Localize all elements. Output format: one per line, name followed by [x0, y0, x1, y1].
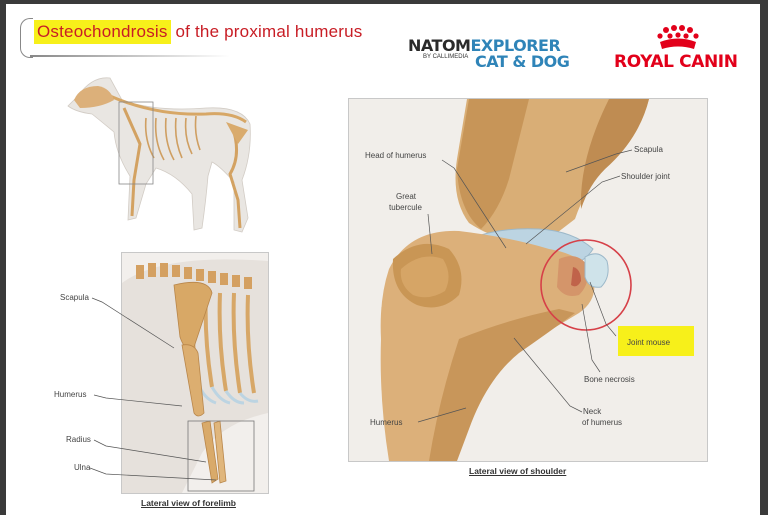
forelimb-leader-lines [89, 297, 217, 481]
forelimb-label-humerus: Humerus [54, 390, 87, 399]
label-scapula: Scapula [634, 145, 663, 154]
forelimb-caption: Lateral view of forelimb [141, 498, 236, 508]
forelimb-illustration [122, 253, 268, 493]
title-highlight: Osteochondrosis [34, 20, 171, 44]
shoulder-caption: Lateral view of shoulder [469, 466, 567, 476]
dog-skeleton-illustration [67, 77, 251, 233]
label-great-tubercule-1: Great [396, 192, 417, 201]
logo-anatom-part2: EXPLORER [470, 36, 561, 55]
title-bracket [20, 18, 33, 58]
forelimb-panel [121, 252, 269, 494]
joint-mouse-highlight [618, 326, 694, 356]
label-joint-mouse: Joint mouse [627, 338, 671, 347]
royal-canin-logo: ROYAL CANIN [610, 24, 750, 74]
label-bone-necrosis: Bone necrosis [584, 375, 635, 384]
label-neck-2: of humerus [582, 418, 623, 427]
page-title: Osteochondrosis of the proximal humerus [34, 20, 363, 44]
forelimb-label-scapula: Scapula [60, 293, 89, 302]
forelimb-label-ulna: Ulna [74, 463, 91, 472]
label-shoulder-joint: Shoulder joint [621, 172, 670, 181]
shoulder-panel [348, 98, 708, 462]
label-head-of-humerus: Head of humerus [365, 151, 427, 160]
label-great-tubercule-2: tubercule [389, 203, 422, 212]
title-underline [30, 55, 230, 57]
title-rest: of the proximal humerus [170, 22, 363, 41]
label-humerus: Humerus [370, 418, 403, 427]
shoulder-leader-lines [417, 149, 633, 423]
anatom-explorer-logo: NATOMEXPLORER BY CALLIMEDIA CAT & DOG [408, 36, 570, 72]
label-neck-1: Neck [583, 407, 602, 416]
royal-canin-wordmark: ROYAL CANIN [614, 52, 738, 72]
title-block: Osteochondrosis of the proximal humerus [20, 18, 420, 58]
diagram-page: Osteochondrosis of the proximal humerus … [6, 4, 760, 515]
forelimb-label-radius: Radius [66, 435, 91, 444]
shoulder-illustration [349, 99, 707, 461]
logo-anatom-part1: NATOM [408, 36, 471, 55]
logo-anatom-line2: CAT & DOG [475, 52, 570, 71]
crown-icon [657, 25, 699, 49]
logo-anatom-by: BY CALLIMEDIA [423, 54, 469, 60]
